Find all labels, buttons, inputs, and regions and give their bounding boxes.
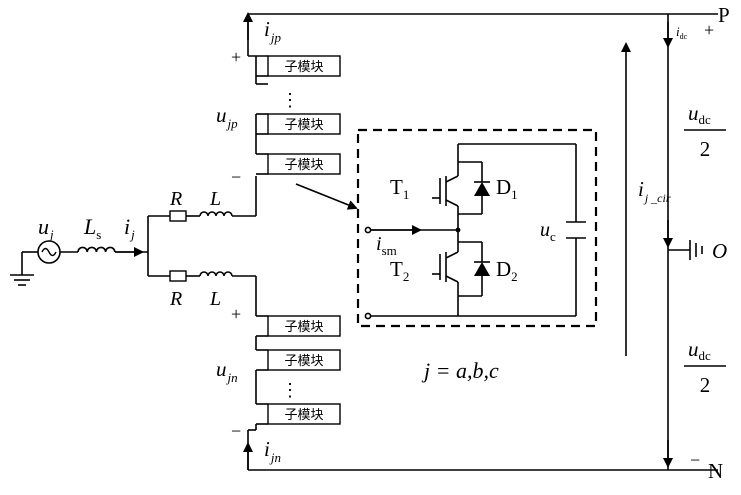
lower-l-label: L xyxy=(209,288,221,310)
ls-label: Ls xyxy=(83,214,101,242)
n-terminal-label: N xyxy=(708,459,723,483)
udc-bottom-numerator: udc xyxy=(688,337,711,363)
d1-label: D1 xyxy=(496,175,518,202)
submodule-label: 子模块 xyxy=(284,408,323,423)
ls-inductor xyxy=(78,247,115,252)
p-terminal-label: P xyxy=(718,3,730,27)
upper-submodules: 子模块 子模块 子模块 ⋮ xyxy=(268,56,340,174)
ijn-label: ijn xyxy=(264,437,281,465)
upper-resistor xyxy=(170,211,186,221)
icir-label: ij _cir xyxy=(638,177,671,205)
inductor-coils xyxy=(78,212,232,276)
upper-minus: − xyxy=(231,167,241,187)
submodule-label: 子模块 xyxy=(284,60,323,75)
d1-diode-icon xyxy=(474,182,490,196)
ism-label: ism xyxy=(376,233,397,258)
wiring xyxy=(10,14,718,470)
upper-ellipsis: ⋮ xyxy=(281,90,299,110)
lower-resistor xyxy=(170,271,186,281)
ujp-label: ujp xyxy=(216,103,238,131)
lower-stack-wiring xyxy=(248,316,268,430)
uc-label: uc xyxy=(540,219,556,244)
lower-plus: + xyxy=(231,304,241,324)
upper-l-label: L xyxy=(209,188,221,210)
upper-plus: + xyxy=(231,47,241,67)
midpoint-node xyxy=(456,228,461,233)
ujn-label: ujn xyxy=(216,357,238,385)
lower-r-label: R xyxy=(169,288,182,310)
submodule-label: 子模块 xyxy=(284,320,323,335)
ij-label: ij xyxy=(124,214,135,242)
udc-top-denominator: 2 xyxy=(700,137,711,161)
submodule-callout-arrow xyxy=(296,184,356,208)
source-voltage-label: uj xyxy=(38,214,54,242)
lower-minus: − xyxy=(231,421,241,441)
udc-top-numerator: udc xyxy=(688,101,711,127)
upper-stack-wiring xyxy=(248,56,268,174)
n-sign: − xyxy=(690,450,700,470)
d2-label: D2 xyxy=(496,257,518,284)
t2-label: T2 xyxy=(390,257,409,284)
lower-ellipsis: ⋮ xyxy=(281,380,299,400)
t1-label: T1 xyxy=(390,175,409,202)
p-sign: + xyxy=(704,20,714,40)
submodule-label: 子模块 xyxy=(284,354,323,369)
index-note: j = a,b,c xyxy=(421,358,499,383)
o-midpoint-label: O xyxy=(712,239,727,263)
upper-r-label: R xyxy=(169,188,182,210)
udc-bottom-denominator: 2 xyxy=(700,373,711,397)
submodule-label: 子模块 xyxy=(284,118,323,133)
ijp-label: ijp xyxy=(264,17,281,45)
d2-diode-icon xyxy=(474,262,490,276)
lower-arm-inductor xyxy=(200,272,232,276)
idc-label: idc xyxy=(676,24,688,41)
lower-submodules: 子模块 子模块 子模块 ⋮ xyxy=(268,316,340,424)
upper-arm-inductor xyxy=(200,212,232,216)
submodule-label: 子模块 xyxy=(284,158,323,173)
